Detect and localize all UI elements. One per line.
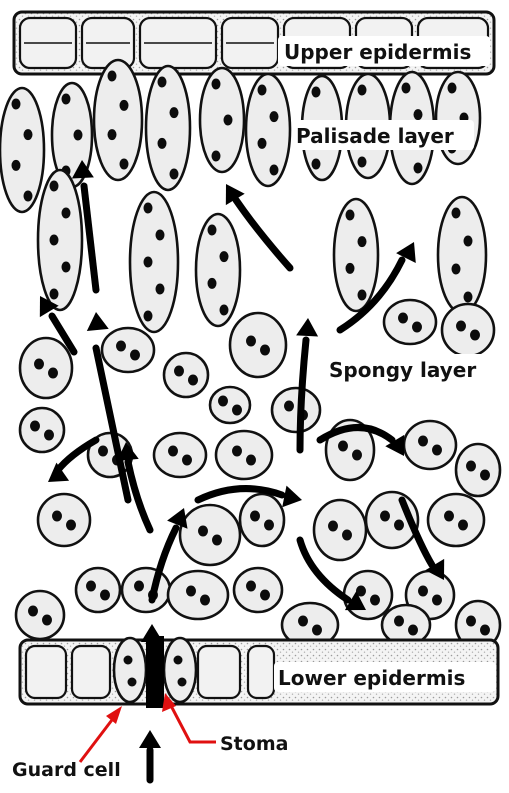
flow-arrow [128, 462, 150, 530]
svg-text:Lower epidermis: Lower epidermis [278, 666, 465, 690]
guard-cell-pointer-arrow [80, 706, 122, 762]
spongy-cell [20, 338, 72, 398]
spongy-cell [272, 388, 320, 432]
flow-arrow [300, 340, 306, 450]
label-spongy-layer: Spongy layer [326, 354, 486, 384]
svg-text:Stoma: Stoma [220, 733, 288, 755]
palisade-cell [334, 199, 378, 311]
svg-text:Guard cell: Guard cell [12, 759, 121, 781]
palisade-cell [38, 170, 82, 310]
spongy-cell [122, 568, 170, 612]
epidermis-cell [248, 646, 274, 698]
palisade-cell [146, 66, 190, 190]
palisade-cell [196, 214, 240, 326]
spongy-cell [234, 568, 282, 612]
svg-text:Palisade layer: Palisade layer [296, 124, 454, 148]
label-stoma: Stoma [220, 733, 288, 755]
palisade-cell [0, 88, 44, 212]
palisade-cell [94, 60, 142, 180]
spongy-cell [384, 300, 436, 344]
spongy-cell [230, 313, 286, 377]
palisade-cell [200, 68, 244, 172]
label-palisade-layer: Palisade layer [292, 120, 474, 150]
palisade-cell [438, 197, 486, 313]
spongy-cell [102, 328, 154, 372]
spongy-cell [210, 387, 250, 423]
spongy-cell [76, 568, 120, 612]
epidermis-cell [72, 646, 110, 698]
spongy-layer [16, 300, 500, 649]
spongy-cell [164, 353, 208, 397]
palisade-layer [0, 60, 486, 332]
spongy-cell [344, 571, 392, 619]
palisade-cell [130, 192, 178, 332]
spongy-cell [16, 591, 64, 639]
svg-text:Upper epidermis: Upper epidermis [284, 40, 471, 64]
spongy-cell [20, 408, 64, 452]
spongy-cell [456, 444, 500, 496]
spongy-cell [216, 431, 272, 479]
epidermis-cell [198, 646, 240, 698]
palisade-cell [436, 72, 480, 164]
spongy-cell [404, 421, 456, 469]
spongy-cell [180, 505, 240, 565]
spongy-cell [442, 304, 494, 356]
label-lower-epidermis: Lower epidermis [274, 662, 496, 692]
label-guard-cell: Guard cell [12, 759, 121, 781]
spongy-cell [154, 433, 206, 477]
spongy-cell [314, 500, 366, 560]
palisade-cell [246, 74, 290, 186]
epidermis-cell [26, 646, 66, 698]
spongy-cell [240, 494, 284, 546]
spongy-cell [428, 494, 484, 546]
spongy-cell [168, 571, 228, 619]
flow-arrow [84, 186, 96, 290]
svg-text:Spongy layer: Spongy layer [329, 358, 476, 382]
flow-arrow [236, 200, 290, 268]
label-upper-epidermis: Upper epidermis [278, 36, 490, 66]
spongy-cell [38, 494, 90, 546]
